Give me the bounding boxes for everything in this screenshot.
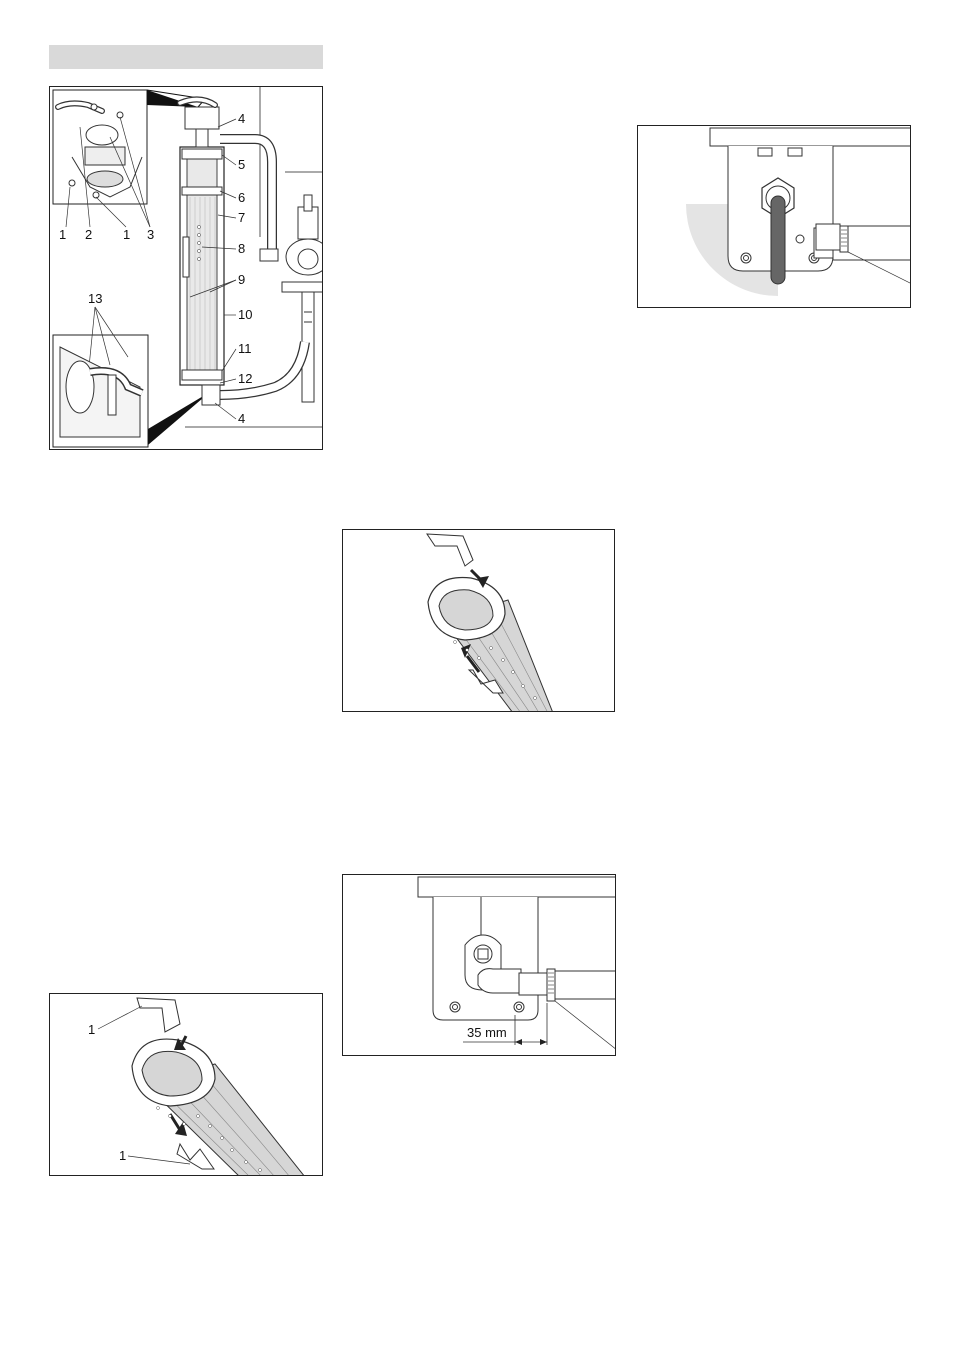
callout-1-right: 1 (123, 227, 130, 242)
callout-7: 7 (238, 210, 245, 225)
callout-3: 3 (147, 227, 154, 242)
filter-assembly-drawing: 1 2 1 3 13 (50, 87, 323, 450)
figure-cartridge-removal: 1 1 (49, 993, 323, 1176)
callout-5: 5 (238, 157, 245, 172)
callout-4-top: 4 (238, 111, 245, 126)
callout-13: 13 (88, 291, 102, 306)
callout-8: 8 (238, 241, 245, 256)
hose-clamp-drawing: 35 mm (343, 875, 616, 1056)
callout-1-upper: 1 (88, 1022, 95, 1037)
figure-filter-assembly: 1 2 1 3 13 (49, 86, 323, 450)
cartridge-insertion-drawing (343, 530, 615, 712)
dimension-label: 35 mm (467, 1025, 507, 1040)
figure-hose-clamp-distance: 35 mm (342, 874, 616, 1056)
cartridge-removal-drawing: 1 1 (50, 994, 323, 1176)
figure-drain-plug (637, 125, 911, 308)
section-header-bar (49, 45, 323, 69)
callout-10: 10 (238, 307, 252, 322)
callout-4-bottom: 4 (238, 411, 245, 426)
callout-1-lower: 1 (119, 1148, 126, 1163)
callout-12: 12 (238, 371, 252, 386)
callout-9: 9 (238, 272, 245, 287)
callout-11: 11 (238, 341, 252, 356)
callout-1-left: 1 (59, 227, 66, 242)
callout-6: 6 (238, 190, 245, 205)
callout-2: 2 (85, 227, 92, 242)
figure-cartridge-insertion (342, 529, 615, 712)
drain-plug-drawing (638, 126, 911, 308)
